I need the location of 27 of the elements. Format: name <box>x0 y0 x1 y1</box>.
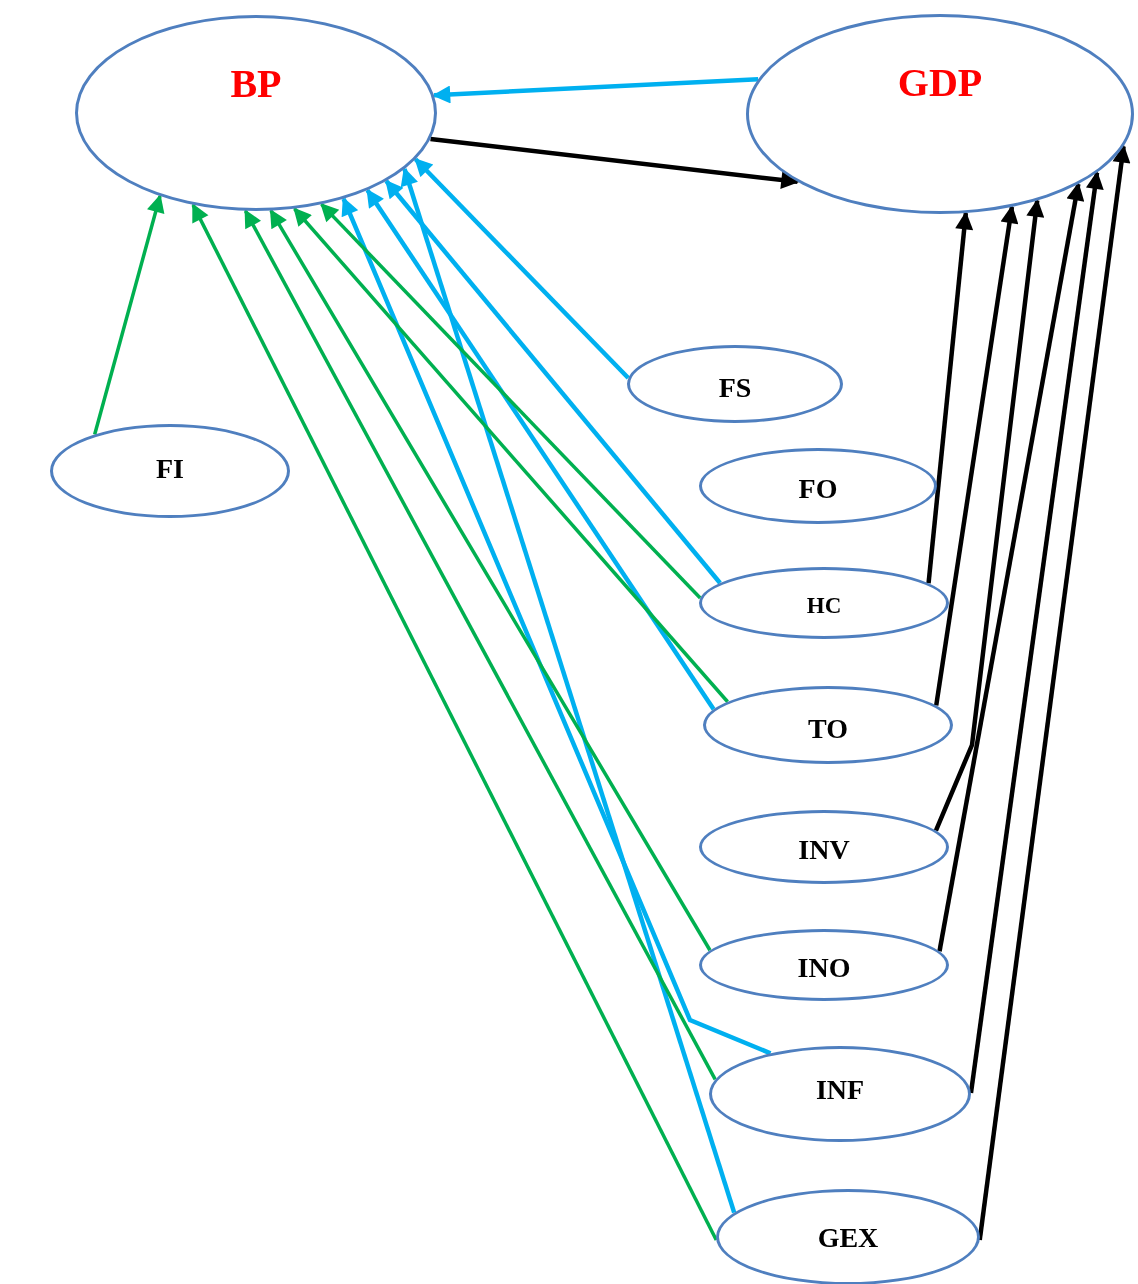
node-label: FS <box>718 372 752 404</box>
node-label: INF <box>815 1074 865 1106</box>
arrow <box>968 170 1104 1094</box>
node-label: FI <box>156 453 184 485</box>
node-label: GDP <box>897 58 983 106</box>
node-label: HC <box>806 593 842 619</box>
arrow <box>400 167 737 1214</box>
node-label: INO <box>797 952 851 984</box>
arrow <box>341 197 772 1056</box>
arrow <box>384 179 722 585</box>
arrow <box>365 188 716 711</box>
arrow <box>413 157 630 380</box>
arrow <box>243 209 717 1081</box>
node-label: TO <box>808 713 848 745</box>
node-label: BP <box>230 59 282 107</box>
node-label: GEX <box>817 1222 879 1254</box>
node-label: FO <box>798 473 838 505</box>
arrow <box>191 203 718 1241</box>
arrow <box>93 194 165 435</box>
arrow <box>937 182 1085 952</box>
arrow <box>934 205 1019 706</box>
arrow <box>269 209 712 952</box>
arrow <box>977 144 1131 1241</box>
arrow <box>933 198 1045 832</box>
arrow <box>320 203 702 600</box>
ellipse-node <box>709 1046 971 1142</box>
node-label: INV <box>798 834 850 866</box>
